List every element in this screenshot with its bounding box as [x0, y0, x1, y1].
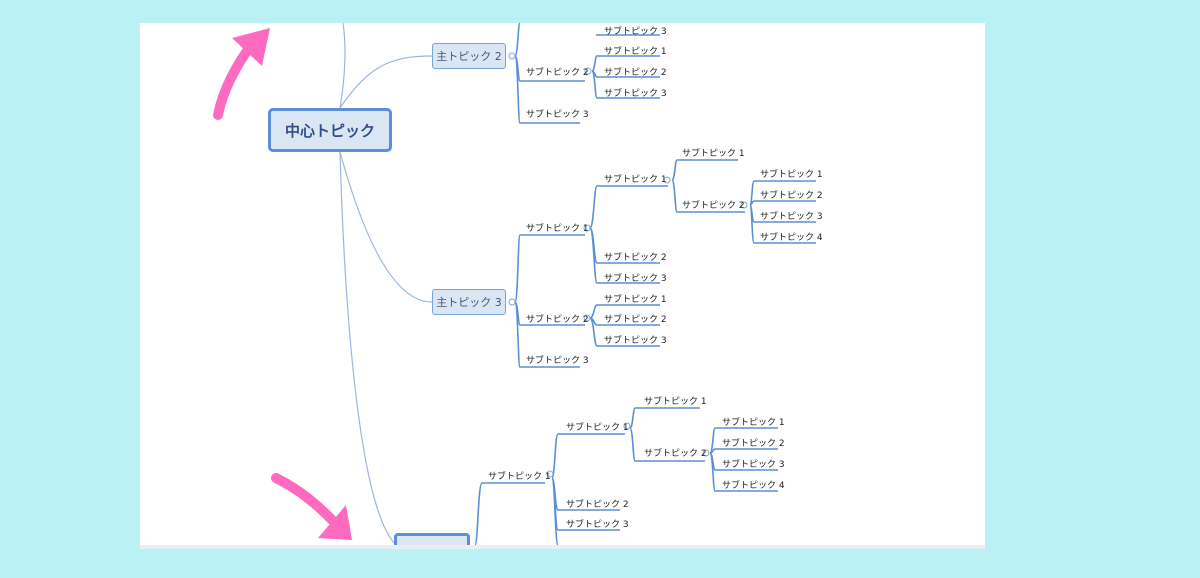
collapse-toggle-icon	[508, 298, 516, 306]
main-topic-2[interactable]: 主トピック 2	[432, 43, 506, 69]
collapse-toggle-icon	[508, 52, 516, 60]
collapse-toggle-icon	[740, 201, 748, 209]
subtopic[interactable]: サブトピック 1	[604, 175, 667, 185]
mind-map-connectors	[339, 23, 816, 545]
subtopic[interactable]: サブトピック 1	[644, 397, 707, 407]
subtopic[interactable]: サブトピック 1	[526, 224, 589, 234]
connector-central-top	[339, 23, 346, 109]
subtopic[interactable]: サブトピック 2	[526, 68, 589, 78]
subtopic[interactable]: サブトピック 3	[604, 274, 667, 284]
connector-central-main2	[339, 55, 433, 109]
subtopic[interactable]: サブトピック 4	[760, 233, 823, 243]
subtopic[interactable]: サブトピック 2	[722, 439, 785, 449]
subtopic[interactable]: サブトピック 1	[722, 418, 785, 428]
main-topic-3[interactable]: 主トピック 3	[432, 289, 506, 315]
subtopic[interactable]: サブトピック 2	[604, 253, 667, 263]
main-topic-4[interactable]	[394, 533, 470, 545]
subtopic[interactable]: サブトピック 3	[604, 89, 667, 99]
subtopic[interactable]: サブトピック 1	[488, 472, 551, 482]
subtopic[interactable]: サブトピック 3	[722, 460, 785, 470]
subtopic[interactable]: サブトピック 3	[760, 212, 823, 222]
subtopic[interactable]: サブトピック 1	[682, 149, 745, 159]
collapse-toggle-icon	[584, 67, 592, 75]
subtopic[interactable]: サブトピック 2	[604, 68, 667, 78]
collapse-toggle-icon	[583, 224, 591, 232]
mind-map-canvas: 中心トピック 主トピック 2 主トピック 3 サブトピック 3 サブトピック 2…	[140, 23, 985, 545]
subtopic[interactable]: サブトピック 2	[682, 201, 745, 211]
connector-central-main3	[339, 151, 433, 303]
subtopic[interactable]: サブトピック 1	[760, 170, 823, 180]
collapse-toggle-icon	[583, 314, 591, 322]
connector-central-main4	[339, 151, 395, 544]
subtopic[interactable]: サブトピック 4	[722, 481, 785, 491]
subtopic[interactable]: サブトピック 2	[566, 500, 629, 510]
subtopic[interactable]: サブトピック 3	[604, 27, 667, 37]
subtopic[interactable]: サブトピック 2	[760, 191, 823, 201]
subtopic[interactable]: サブトピック 3	[526, 110, 589, 120]
subtopic[interactable]: サブトピック 3	[604, 336, 667, 346]
collapse-toggle-icon	[702, 449, 710, 457]
subtopic[interactable]: サブトピック 3	[566, 520, 629, 530]
subtopic[interactable]: サブトピック 3	[526, 356, 589, 366]
collapse-toggle-icon	[623, 422, 631, 430]
canvas-bottom-edge	[140, 545, 985, 549]
subtopic[interactable]: サブトピック 2	[604, 315, 667, 325]
subtopic[interactable]: サブトピック 2	[526, 315, 589, 325]
central-topic[interactable]: 中心トピック	[268, 108, 392, 152]
collapse-toggle-icon	[546, 470, 554, 478]
subtopic[interactable]: サブトピック 2	[644, 449, 707, 459]
subtopic[interactable]: サブトピック 1	[604, 47, 667, 57]
collapse-toggle-icon	[663, 176, 671, 184]
subtopic[interactable]: サブトピック 1	[566, 423, 629, 433]
subtopic[interactable]: サブトピック 1	[604, 295, 667, 305]
